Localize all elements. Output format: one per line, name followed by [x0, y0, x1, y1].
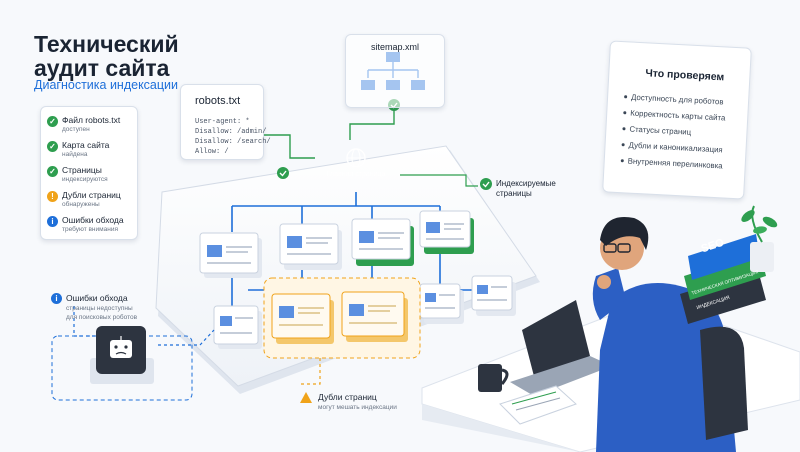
- robots-file-title: robots.txt: [195, 95, 241, 107]
- checklist-item-title: Карта сайта: [62, 140, 110, 150]
- checklist-item-title: Страницы: [62, 165, 102, 175]
- indexed-link: [400, 174, 478, 187]
- check-panel-item: Внутренняя перелинковка: [620, 156, 723, 170]
- check-panel: Что проверяем Доступность для роботов Ко…: [602, 40, 752, 200]
- chair: [700, 326, 748, 440]
- check-icon: ✓: [47, 116, 58, 127]
- page-subtitle: Диагностика индексации: [34, 78, 179, 92]
- checklist-item-status: найдена: [62, 151, 88, 158]
- home-page-label: Главная страница: [326, 171, 386, 178]
- indexed-pages-label: Индексируемые: [496, 179, 556, 188]
- robots-file-card: robots.txt User-agent: * Disallow: /admi…: [180, 84, 271, 160]
- warning-icon: !: [47, 191, 58, 202]
- page-title-line2: аудит сайта: [34, 55, 170, 81]
- robots-line: User-agent: *: [195, 118, 250, 126]
- sitemap-card: sitemap.xml: [345, 34, 445, 108]
- page-title-line1: Технический: [34, 31, 179, 57]
- crawl-errors-desc-line2: для поисковых роботов: [66, 314, 138, 321]
- sitemap-title: sitemap.xml: [370, 42, 419, 52]
- robots-line: Disallow: /admin/: [195, 128, 267, 136]
- sitemap-link: [349, 106, 395, 140]
- page-card-indexed: [419, 210, 474, 254]
- checklist-item-status: требуют внимания: [62, 226, 118, 233]
- info-icon: i: [51, 293, 62, 304]
- page-card-indexed: [351, 218, 414, 266]
- robots-line: Disallow: /search/: [195, 138, 271, 146]
- checklist-item-title: Файл robots.txt: [62, 115, 121, 125]
- robots-line: Allow: /: [195, 148, 229, 156]
- books-stack: [680, 234, 766, 324]
- check-panel-title: Что проверяем: [645, 67, 725, 84]
- page-card: [419, 283, 464, 324]
- plant-icon: [741, 205, 778, 272]
- checklist-item-status: доступен: [62, 126, 90, 133]
- check-icon: [277, 167, 289, 179]
- laptop-icon: [510, 300, 612, 396]
- duplicate-pages-group: [263, 277, 421, 385]
- notebook-icon: [499, 385, 577, 425]
- check-panel-item: Дубли и каноникализация: [621, 140, 723, 154]
- page-card: [199, 232, 262, 278]
- page-card: [471, 275, 516, 316]
- page-card: [213, 305, 262, 349]
- globe-icon: [346, 148, 366, 168]
- crawl-errors-title: Ошибки обхода: [66, 293, 128, 303]
- checklist-item-status: индексируются: [62, 176, 108, 183]
- page-card: [279, 223, 342, 270]
- crawl-errors-desc-line1: страницы недоступны: [66, 305, 133, 312]
- home-page-node: Главная страница: [315, 140, 397, 192]
- duplicates-title: Дубли страниц: [318, 392, 377, 402]
- indexed-pages-label-line2: страницы: [496, 189, 532, 198]
- robots-link: [263, 134, 315, 159]
- status-checklist: ✓ Файл robots.txt доступен ✓ Карта сайта…: [40, 106, 138, 240]
- check-icon: ✓: [47, 141, 58, 152]
- check-panel-item: Корректность карты сайта: [623, 108, 726, 123]
- crawl-error-zone: [51, 306, 215, 401]
- checklist-item-title: Дубли страниц: [62, 190, 121, 200]
- check-panel-item: Доступность для роботов: [624, 92, 724, 106]
- person-illustration: [592, 216, 736, 452]
- check-panel-item: Статусы страниц: [622, 124, 691, 137]
- checklist-item-status: обнаружены: [62, 201, 100, 208]
- duplicates-subtitle: могут мешать индексации: [318, 404, 397, 411]
- mug-icon: [478, 364, 509, 392]
- check-icon: [480, 178, 492, 190]
- info-icon: i: [47, 216, 58, 227]
- warning-icon: [300, 392, 312, 403]
- check-icon: ✓: [47, 166, 58, 177]
- checklist-item-title: Ошибки обхода: [62, 215, 124, 225]
